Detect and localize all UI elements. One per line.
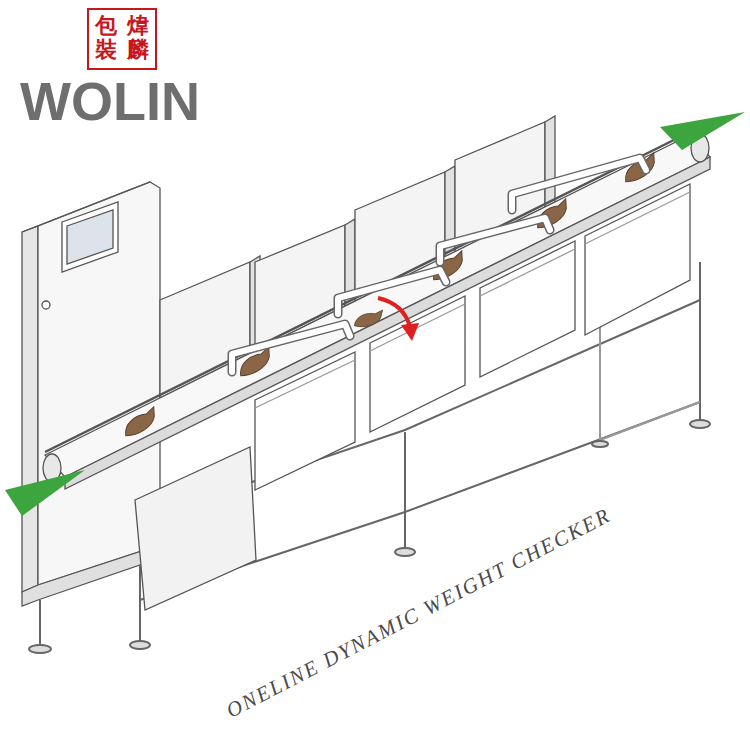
pusher-arms-part — [512, 158, 646, 210]
logo-seal-text: 包裝 — [95, 13, 117, 61]
reject-chute — [135, 447, 256, 610]
product-caption: ONELINE DYNAMIC WEIGHT CHECKER — [222, 502, 615, 723]
back-bins-part — [545, 116, 555, 207]
pusher-arms-part — [512, 158, 646, 210]
product-pieces-part — [120, 407, 161, 439]
conveyor-belt-part — [45, 135, 710, 477]
logo-seal-text: 煒麟 — [127, 13, 149, 61]
machine-frame-part — [29, 645, 51, 653]
machine-frame-part — [39, 600, 41, 645]
pusher-arms-part — [338, 270, 446, 314]
front-bins-part — [370, 296, 465, 432]
machine-frame-part — [395, 548, 415, 556]
brand-logo: WOLIN — [20, 70, 200, 132]
product-pieces — [120, 153, 661, 439]
pusher-arms-part — [440, 218, 550, 262]
front-bins-part — [255, 352, 355, 490]
product-caption: ONELINE DYNAMIC WEIGHT CHECKER — [222, 502, 615, 723]
product-pieces-part — [353, 310, 385, 328]
machine-frame-part — [592, 441, 608, 447]
machine-frame-part — [600, 402, 700, 440]
machine-frame-part — [699, 262, 701, 420]
logo-seal — [88, 9, 156, 69]
logo-seal-text: 包裝 — [95, 13, 117, 61]
front-bins-part — [585, 192, 690, 244]
front-bins-part — [370, 304, 465, 351]
control-pillar-part — [22, 226, 38, 592]
front-bins — [255, 184, 690, 490]
front-bins-part — [255, 360, 355, 408]
machine-frame-part — [690, 420, 710, 428]
brand-logo: WOLIN — [20, 70, 200, 132]
reject-arrow — [378, 298, 419, 341]
reject-arrow-part — [378, 298, 410, 327]
reject-arrow-part — [401, 323, 419, 341]
front-bins-part — [480, 241, 575, 377]
logo-seal-part — [88, 9, 156, 69]
logo-seal-text: 煒麟 — [127, 13, 149, 61]
machine-frame-part — [130, 641, 150, 649]
pusher-arms-part — [338, 270, 446, 314]
front-bins-part — [585, 184, 690, 335]
flow-arrows — [5, 112, 745, 516]
front-bins-part — [480, 249, 575, 296]
control-pillar-part — [62, 202, 118, 272]
conveyor-belt-part — [45, 132, 690, 452]
machine-frame-part — [404, 432, 406, 548]
control-pillar-part — [67, 210, 113, 264]
flow-arrows-part — [5, 470, 85, 516]
reject-chute-part — [135, 447, 256, 610]
pusher-arms-part — [440, 218, 550, 262]
conveyor-belt — [43, 132, 710, 489]
conveyor-belt-part — [65, 157, 710, 489]
flow-arrows-part — [660, 112, 745, 150]
control-pillar-part — [42, 301, 50, 309]
